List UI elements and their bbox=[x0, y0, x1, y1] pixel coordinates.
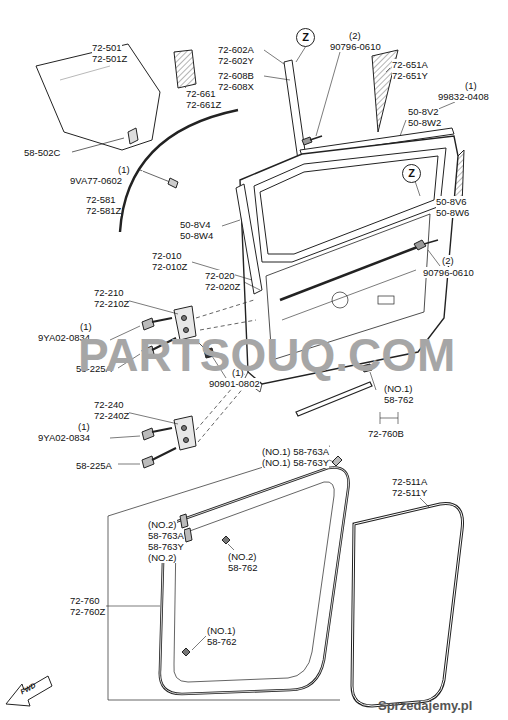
part-number: 58-762 bbox=[228, 562, 258, 573]
part-number: 72-501Z bbox=[92, 53, 127, 64]
part-number: 72-240 bbox=[94, 399, 124, 410]
part-number: 72-651Y bbox=[392, 70, 428, 81]
quantity-note: (NO.1) 58-763A bbox=[262, 446, 329, 457]
part-number: 72-020Z bbox=[205, 281, 240, 292]
quantity-note: (NO.1) bbox=[384, 383, 413, 394]
quantity-note: (1) bbox=[465, 80, 477, 91]
part-number: 72-210Z bbox=[94, 298, 129, 309]
part-number: 9YA02-0834 bbox=[38, 432, 90, 443]
part-number: 50-8V6 bbox=[436, 196, 467, 207]
quantity-note: (NO.2) bbox=[148, 552, 177, 563]
part-number: 72-651A bbox=[392, 59, 428, 70]
part-number: 72-760B bbox=[368, 428, 404, 439]
part-number: 50-8W2 bbox=[408, 117, 441, 128]
part-number: 72-602Y bbox=[218, 55, 254, 66]
part-number: 72-240Z bbox=[94, 410, 129, 421]
part-number: 72-010 bbox=[152, 250, 182, 261]
lower-hinge bbox=[142, 416, 196, 468]
quantity-note: (2) bbox=[442, 255, 454, 266]
part-number: 90796-0610 bbox=[330, 41, 381, 52]
watermark: PARTSOUQ.COM bbox=[78, 330, 455, 380]
part-number: 72-608B bbox=[218, 70, 254, 81]
part-number: 58-762 bbox=[207, 636, 237, 647]
part-number: 72-020 bbox=[205, 270, 235, 281]
part-number: 50-8W4 bbox=[180, 230, 213, 241]
part-number: 72-511Y bbox=[392, 487, 427, 498]
part-number: 72-501 bbox=[92, 42, 122, 53]
quarter-glass bbox=[174, 50, 196, 88]
part-number: 9VA77-0602 bbox=[70, 175, 122, 186]
part-number: 50-8V4 bbox=[180, 219, 211, 230]
part-number: 99832-0408 bbox=[438, 91, 489, 102]
quantity-note: (1) bbox=[78, 421, 90, 432]
part-number: 72-581Z bbox=[86, 205, 121, 216]
part-number: 72-581 bbox=[86, 194, 116, 205]
detail-letter: Z bbox=[408, 168, 415, 179]
part-number: 58-502C bbox=[24, 147, 60, 158]
part-number: 72-760 bbox=[70, 595, 100, 606]
detail-letter: Z bbox=[302, 32, 309, 43]
part-number: 72-210 bbox=[94, 287, 124, 298]
part-number: 58-763A bbox=[148, 530, 184, 541]
part-number: 72-608X bbox=[218, 81, 254, 92]
part-number: 50-8V2 bbox=[408, 106, 439, 117]
direction-text: FWD bbox=[19, 682, 36, 696]
quantity-note: (1) bbox=[118, 164, 130, 175]
part-number: 58-225A bbox=[76, 460, 112, 471]
part-number: 72-661Z bbox=[186, 99, 221, 110]
body-weatherstrip bbox=[352, 504, 463, 706]
quantity-note: (NO.1) bbox=[207, 625, 236, 636]
direction-arrow: FWD bbox=[6, 676, 52, 706]
door-glass bbox=[36, 44, 160, 150]
door-weatherstrip bbox=[160, 467, 349, 694]
watermark: Sprzedajemy.pl bbox=[378, 700, 472, 711]
quantity-note: (NO.1) 58-763Y bbox=[262, 457, 329, 468]
quantity-note: (2) bbox=[349, 30, 361, 41]
part-number: 72-760Z bbox=[70, 606, 105, 617]
detail-marker: Z bbox=[402, 164, 421, 183]
part-number: 72-511A bbox=[392, 476, 427, 487]
quantity-note: (NO.2) bbox=[148, 519, 177, 530]
quantity-note: (NO.2) bbox=[228, 551, 257, 562]
part-number: 58-762 bbox=[384, 394, 414, 405]
part-number: 72-602A bbox=[218, 44, 254, 55]
detail-marker: Z bbox=[296, 28, 315, 47]
part-number: 72-010Z bbox=[152, 261, 187, 272]
part-number: 90796-0610 bbox=[423, 267, 474, 278]
part-number: 58-763Y bbox=[148, 541, 184, 552]
part-number: 50-8W6 bbox=[436, 207, 469, 218]
part-number: 72-661 bbox=[186, 88, 216, 99]
